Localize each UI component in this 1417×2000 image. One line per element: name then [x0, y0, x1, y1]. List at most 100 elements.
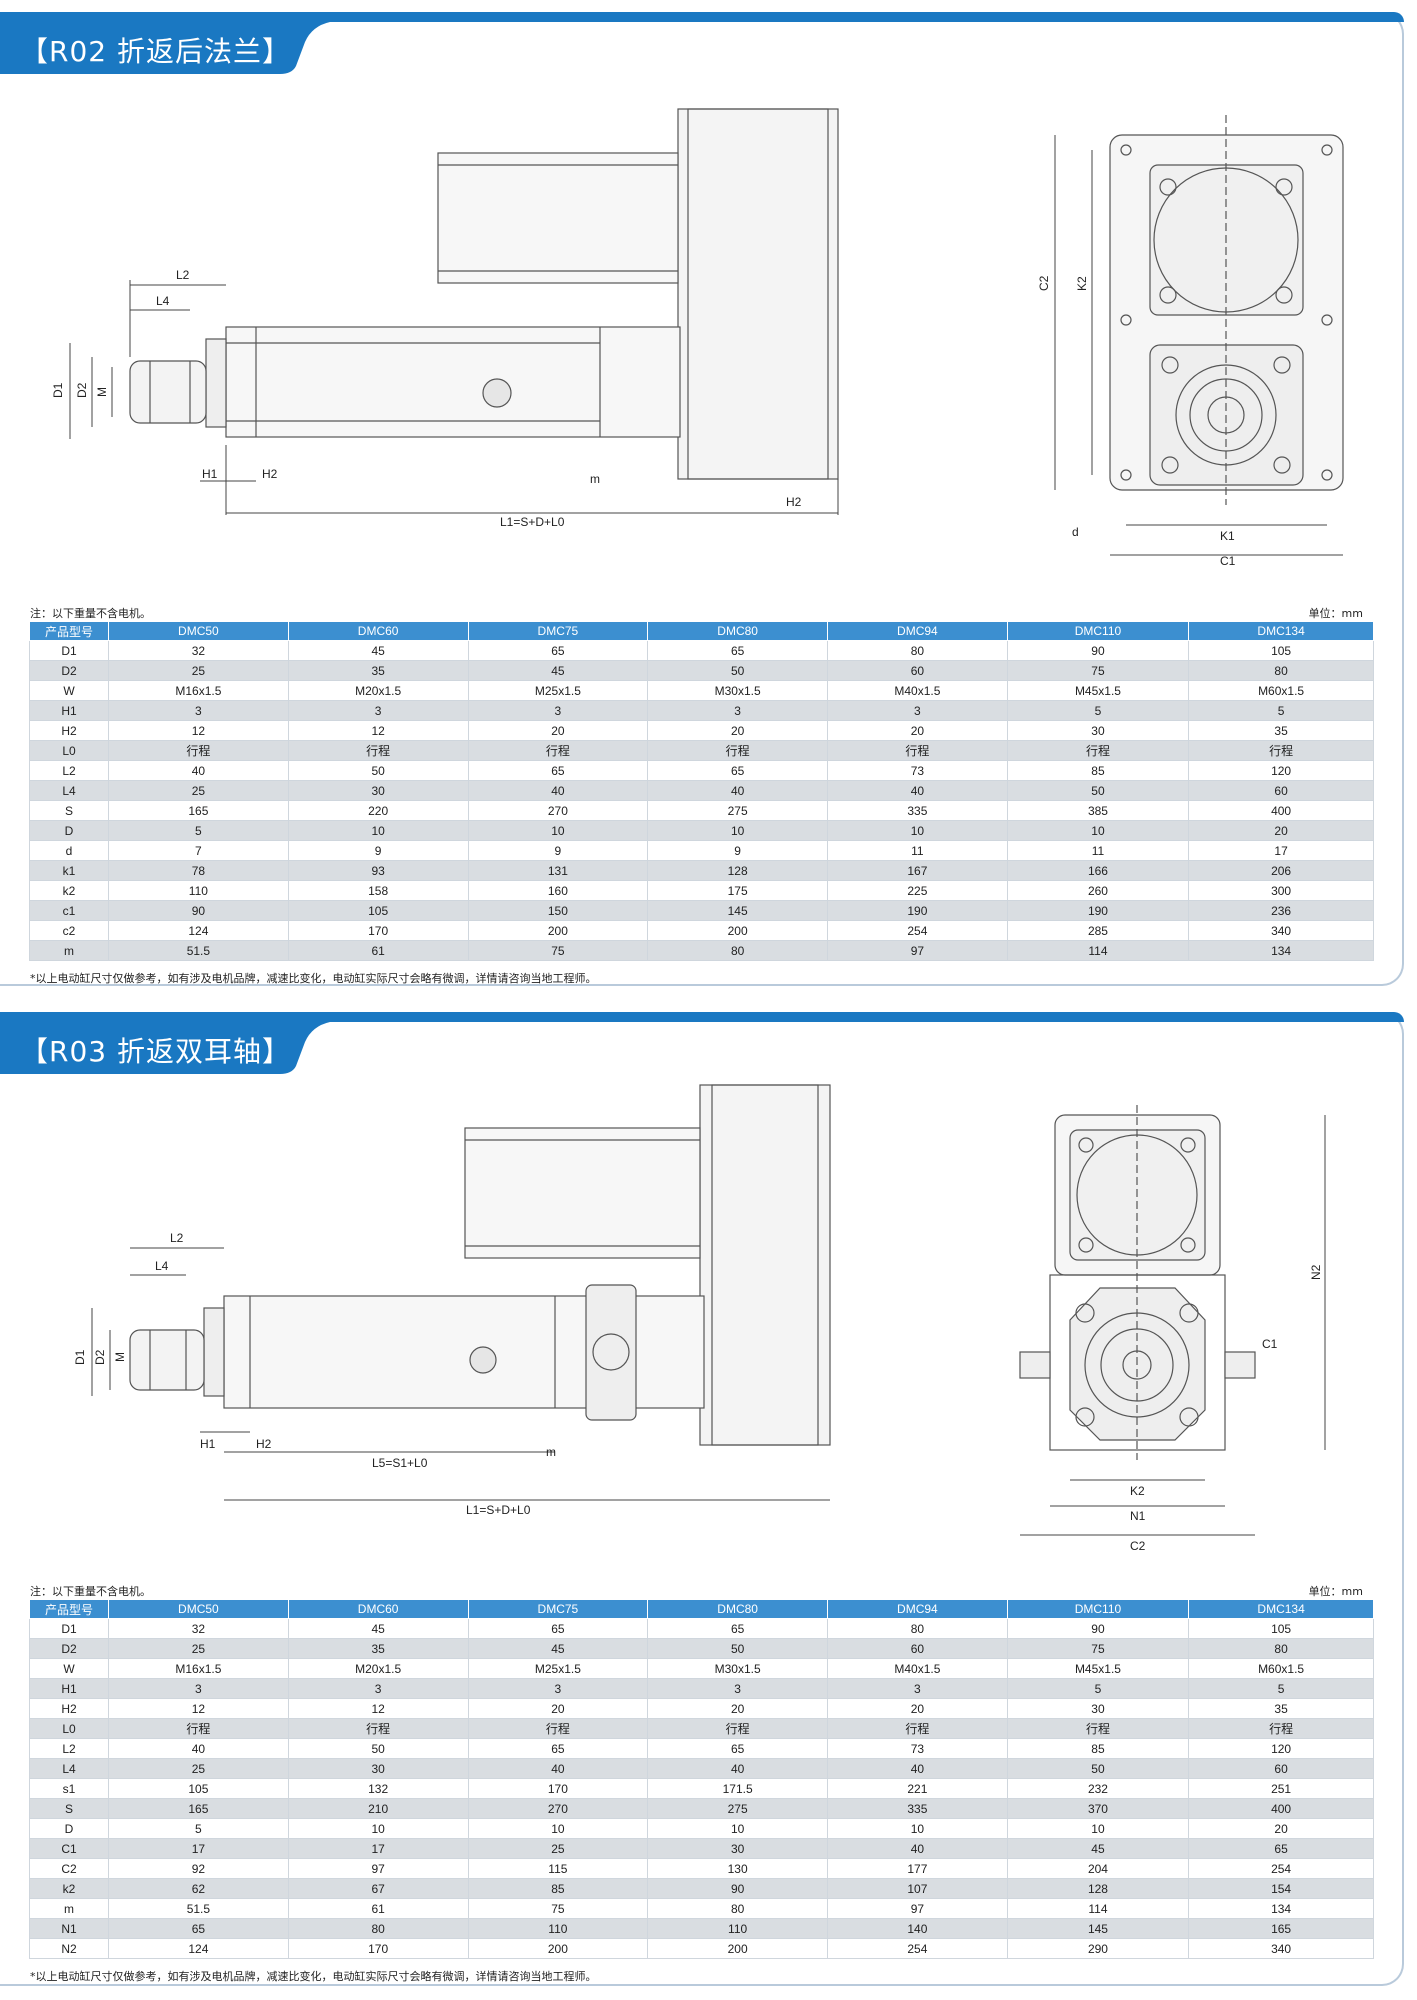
dim-label-l4: L4 [155, 1259, 169, 1273]
table-cell: 10 [1006, 820, 1190, 841]
column-header: DMC50 [108, 1599, 289, 1619]
dim-label-l2: L2 [176, 268, 190, 282]
table-cell: 92 [108, 1858, 289, 1879]
table-cell: 51.5 [108, 1898, 289, 1919]
table-cell: 3 [108, 700, 289, 721]
table-cell: 165 [108, 800, 289, 821]
table-cell: 110 [108, 880, 289, 901]
table-cell: 30 [647, 1838, 828, 1859]
table-cell: 75 [467, 1898, 649, 1919]
column-header: DMC60 [287, 1599, 469, 1619]
table-cell: 105 [1188, 1618, 1374, 1639]
table-cell: 32 [108, 640, 289, 661]
table-cell: 7 [108, 840, 289, 861]
table-cell: M40x1.5 [827, 1658, 1008, 1679]
table-cell: 80 [1188, 660, 1374, 681]
column-header: DMC110 [1006, 621, 1190, 641]
table-note: 注：以下重量不含电机。 [30, 607, 151, 620]
table-cell: 35 [287, 1638, 469, 1659]
table-cell: 20 [1188, 820, 1374, 841]
table-cell: 400 [1188, 1798, 1374, 1819]
table-cell: 65 [647, 760, 828, 781]
row-label-cell: D2 [29, 1638, 109, 1659]
table-cell: 20 [647, 720, 828, 741]
table-cell: 124 [108, 920, 289, 941]
table-cell: 400 [1188, 800, 1374, 821]
column-header: DMC60 [287, 621, 469, 641]
table-cell: 145 [647, 900, 828, 921]
table-cell: 3 [287, 700, 469, 721]
dim-label-m-small: m [546, 1445, 556, 1459]
dim-label-h1: H1 [202, 467, 218, 481]
table-cell: 167 [827, 860, 1008, 881]
table-cell: 45 [287, 1618, 469, 1639]
row-label-cell: L2 [29, 1738, 109, 1759]
row-label-cell: D2 [29, 660, 109, 681]
table-cell: 160 [467, 880, 649, 901]
table-note: 注：以下重量不含电机。 [30, 1585, 151, 1598]
table-cell: 30 [1006, 1698, 1190, 1719]
table-cell: 177 [827, 1858, 1008, 1879]
table-cell: 340 [1188, 920, 1374, 941]
table-cell: 10 [287, 1818, 469, 1839]
row-label-cell: H1 [29, 700, 109, 721]
table-cell: M16x1.5 [108, 680, 289, 701]
row-label-cell: D [29, 1818, 109, 1839]
table-cell: 200 [467, 920, 649, 941]
table-cell: 260 [1006, 880, 1190, 901]
table-cell: 170 [287, 1938, 469, 1959]
table-cell: 50 [287, 760, 469, 781]
table-cell: 61 [287, 940, 469, 961]
table-cell: 45 [287, 640, 469, 661]
row-label-cell: H2 [29, 720, 109, 741]
table-cell: 120 [1188, 1738, 1374, 1759]
column-header: DMC134 [1188, 1599, 1374, 1619]
table-cell: 65 [467, 640, 649, 661]
table-cell: 10 [647, 1818, 828, 1839]
column-header: DMC134 [1188, 621, 1374, 641]
table-cell: 40 [467, 1758, 649, 1779]
table-cell: 85 [1006, 760, 1190, 781]
table-cell: 65 [108, 1918, 289, 1939]
table-cell: 11 [827, 840, 1008, 861]
table-cell: 65 [467, 1738, 649, 1759]
column-header: DMC110 [1006, 1599, 1190, 1619]
table-cell: 97 [827, 940, 1008, 961]
table-cell: 30 [287, 780, 469, 801]
row-label-cell: k1 [29, 860, 109, 881]
row-label-cell: k2 [29, 1878, 109, 1899]
table-cell: 65 [647, 1738, 828, 1759]
table-cell: 10 [467, 820, 649, 841]
row-label-cell: H2 [29, 1698, 109, 1719]
table-cell: 254 [1188, 1858, 1374, 1879]
table-cell: 25 [108, 1758, 289, 1779]
table-cell: 90 [1006, 640, 1190, 661]
table-cell: M30x1.5 [647, 1658, 828, 1679]
table-cell: 12 [287, 1698, 469, 1719]
table-cell: 107 [827, 1878, 1008, 1899]
table-cell: 78 [108, 860, 289, 881]
table-footnote: *以上电动缸尺寸仅做参考，如有涉及电机品牌，减速比变化，电动缸实际尺寸会略有微调… [30, 972, 597, 985]
table-cell: 20 [467, 720, 649, 741]
row-label-cell: L2 [29, 760, 109, 781]
table-cell: 30 [287, 1758, 469, 1779]
table-unit: 单位：mm [1308, 607, 1363, 620]
row-label-cell: d [29, 840, 109, 861]
table-cell: M45x1.5 [1006, 1658, 1190, 1679]
table-cell: 11 [1006, 840, 1190, 861]
table-cell: 40 [108, 760, 289, 781]
table-cell: 85 [467, 1878, 649, 1899]
table-cell: 270 [467, 1798, 649, 1819]
row-label-cell: m [29, 1898, 109, 1919]
table-cell: 行程 [1006, 1718, 1190, 1739]
